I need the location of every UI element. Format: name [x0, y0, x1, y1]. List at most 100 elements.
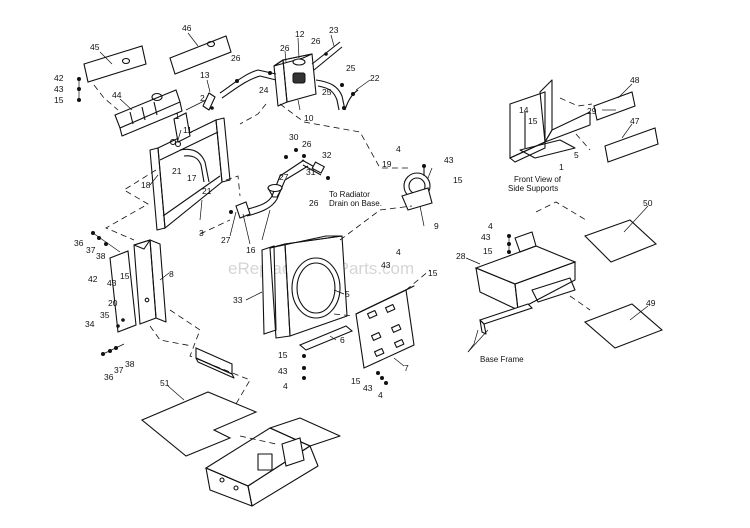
cover-plate-49 [583, 303, 664, 349]
callout-17: 17 [187, 173, 197, 183]
tank-hose-right [315, 79, 359, 111]
cover-plate-47 [604, 127, 659, 163]
callout-12: 12 [295, 29, 305, 39]
assembly-leader-lines [93, 84, 593, 445]
cover-plate-50 [583, 219, 658, 263]
callout-4-d: 4 [378, 390, 383, 400]
callout-3: 3 [199, 228, 204, 238]
hardware-stack-right [507, 234, 511, 254]
callout-1: 1 [175, 111, 180, 121]
hardware-stack-left-top [77, 77, 81, 102]
callout-25-b: 25 [322, 87, 332, 97]
callout-29: 29 [587, 106, 597, 116]
callout-43-a: 43 [444, 155, 454, 165]
drain-fittings [284, 148, 330, 180]
base-frame-rail [478, 303, 534, 335]
callout-labels: 45 46 42 43 15 44 13 2 1 11 21 17 21 18 … [54, 23, 656, 400]
callout-15-f: 15 [351, 376, 361, 386]
fan-shroud [269, 235, 348, 339]
base-frame [204, 417, 341, 507]
cover-plate-48 [593, 91, 636, 121]
callout-43-b: 43 [107, 278, 117, 288]
callout-26-d: 26 [302, 139, 312, 149]
callout-36-b: 36 [104, 372, 114, 382]
callout-21-b: 21 [202, 186, 212, 196]
coolant-expansion-tank [273, 53, 317, 107]
callout-43-f: 43 [481, 232, 491, 242]
callout-18: 18 [141, 180, 151, 190]
callout-37-a: 37 [86, 245, 96, 255]
callout-5-a: 5 [574, 150, 579, 160]
callout-4-e: 4 [488, 221, 493, 231]
callout-13: 13 [200, 70, 210, 80]
callout-35: 35 [100, 310, 110, 320]
note-radiator-drain-line2: Drain on Base. [329, 199, 382, 208]
callout-48: 48 [630, 75, 640, 85]
callout-7: 7 [404, 363, 409, 373]
callout-15-d: 15 [428, 268, 438, 278]
callout-22: 22 [370, 73, 380, 83]
radiator-top-bracket [114, 89, 183, 137]
callout-15: 15 [54, 95, 64, 105]
callout-31: 31 [306, 167, 316, 177]
callout-44: 44 [112, 90, 122, 100]
note-radiator-drain-line1: To Radiator [329, 190, 370, 199]
callout-4-c: 4 [283, 381, 288, 391]
radiator-cap-bracket [173, 112, 191, 143]
callout-leaders [99, 32, 649, 401]
callout-51: 51 [160, 378, 170, 388]
hardware-stack-shroud [302, 354, 388, 385]
callout-46: 46 [182, 23, 192, 33]
callout-33: 33 [233, 295, 243, 305]
fan-shroud-gasket [261, 245, 277, 335]
tank-hose-left [219, 69, 277, 99]
lower-rail-left [195, 347, 235, 379]
callout-21-a: 21 [172, 166, 182, 176]
hose-fitting-13 [202, 92, 216, 111]
callout-27-a: 27 [279, 172, 289, 182]
callout-15-e: 15 [278, 350, 288, 360]
callout-47: 47 [630, 116, 640, 126]
callout-43-e: 43 [363, 383, 373, 393]
callout-4-a: 4 [396, 144, 401, 154]
panel-46 [169, 35, 232, 75]
callout-9: 9 [434, 221, 439, 231]
access-panel [355, 285, 415, 369]
left-side-support [133, 239, 167, 325]
note-base-frame: Base Frame [480, 355, 524, 364]
base-plate-51 [140, 391, 258, 457]
callout-27-b: 27 [221, 235, 231, 245]
hardware-stack-left-mid [91, 231, 121, 253]
callout-34: 34 [85, 319, 95, 329]
callout-26-e: 26 [309, 198, 319, 208]
callout-4-b: 4 [396, 247, 401, 257]
funnel-27 [267, 183, 283, 198]
radiator-hose-upper [169, 138, 210, 183]
hardware-stack-left-low [101, 318, 125, 356]
callout-26-c: 26 [311, 36, 321, 46]
callout-11: 11 [183, 125, 192, 135]
note-front-view-line2: Side Supports [508, 184, 558, 193]
callout-50: 50 [643, 198, 653, 208]
callout-20: 20 [108, 298, 118, 308]
shroud-bottom-rail [298, 325, 354, 351]
left-lower-panel [109, 250, 137, 333]
callout-30: 30 [289, 132, 299, 142]
callout-42: 42 [54, 73, 64, 83]
callout-25-a: 25 [346, 63, 356, 73]
callout-15-a: 15 [453, 175, 463, 185]
callout-36-a: 36 [74, 238, 84, 248]
callout-1-b: 1 [559, 162, 564, 172]
callout-2: 2 [200, 93, 205, 103]
callout-23: 23 [329, 25, 339, 35]
callout-43-c: 43 [381, 260, 391, 270]
callout-49: 49 [646, 298, 656, 308]
base-frame-upper-box [474, 231, 577, 311]
callout-45: 45 [90, 42, 100, 52]
callout-32: 32 [322, 150, 332, 160]
callout-26-a: 26 [231, 53, 241, 63]
callout-16: 16 [246, 245, 256, 255]
callout-15-c: 15 [120, 271, 130, 281]
